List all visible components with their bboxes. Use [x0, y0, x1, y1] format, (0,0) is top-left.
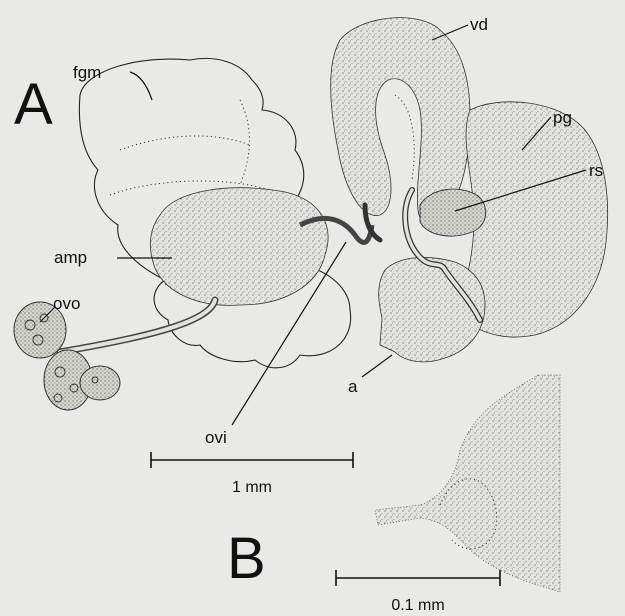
label-ovo: ovo: [53, 294, 80, 313]
label-rs: rs: [589, 161, 603, 180]
receptaculum-seminis: [420, 189, 486, 236]
label-ovi: ovi: [205, 428, 227, 447]
label-pg: pg: [553, 108, 572, 127]
leader-fgm: [130, 72, 152, 100]
label-amp: amp: [54, 248, 87, 267]
panel-a-letter: A: [14, 72, 53, 137]
atrium: [379, 257, 485, 361]
scale-bar-a: [151, 452, 353, 468]
scale-label-a: 1 mm: [232, 479, 272, 496]
label-vd: vd: [470, 15, 488, 34]
ovotestis-lobe: [80, 366, 120, 400]
label-a: a: [348, 377, 358, 396]
panel-b-structure: [375, 375, 560, 592]
panel-b-letter: B: [227, 526, 266, 591]
scale-bar-b: [336, 570, 500, 586]
ampulla: [150, 188, 328, 306]
leader-a: [362, 355, 392, 377]
label-fgm: fgm: [73, 63, 101, 82]
panel-b-drawing: [375, 375, 560, 592]
panel-a-drawing: [14, 18, 608, 410]
hermaphroditic-duct: [60, 300, 215, 352]
scale-label-b: 0.1 mm: [391, 597, 444, 614]
